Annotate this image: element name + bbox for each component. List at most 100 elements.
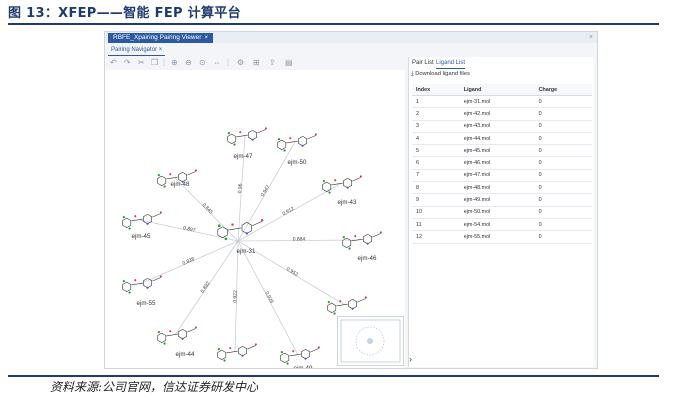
cell-charge: 0 [534, 144, 592, 158]
molecule-structure[interactable] [277, 133, 317, 152]
cell-index: 1 [412, 95, 460, 109]
cell-ligand: ejm-42.mol [459, 107, 535, 121]
cell-ligand: ejm-54.mol [459, 218, 535, 232]
figure-title: 图 13：XFEP——智能 FEP 计算平台 [8, 6, 241, 21]
tab-pairing-viewer[interactable]: RBFE_Xpairing Pairing Viewer× [108, 33, 214, 43]
copy-icon[interactable]: ❐ [151, 58, 159, 67]
molecule-structure[interactable] [157, 326, 197, 345]
expand-arrow-icon[interactable]: › [409, 354, 412, 364]
close-icon[interactable]: × [158, 47, 163, 53]
pair-edge[interactable] [237, 240, 299, 356]
settings-icon[interactable]: ⚙ [237, 58, 245, 67]
cell-ligand: ejm-48.mol [459, 181, 535, 195]
column-header-ligand[interactable]: Ligand [459, 84, 535, 96]
pair-edge[interactable] [237, 239, 361, 242]
cell-ligand: ejm-50.mol [459, 206, 535, 219]
molecule-structure[interactable] [280, 346, 320, 365]
edge-similarity-label: 0.922 [232, 290, 238, 303]
pair-edge[interactable] [139, 240, 239, 285]
column-header-index[interactable]: Index [412, 84, 460, 96]
toolbar-divider: | [227, 58, 230, 67]
molecule-structure[interactable] [217, 343, 257, 362]
cell-index: 4 [412, 132, 460, 146]
cell-ligand: ejm-47.mol [459, 169, 535, 183]
pair-edge[interactable] [237, 135, 246, 242]
download-icon: ⤓ [411, 71, 414, 77]
cell-ligand: ejm-49.mol [459, 193, 535, 207]
tab-pair-list[interactable]: Pair List [412, 60, 434, 66]
cell-charge: 0 [534, 95, 592, 109]
cell-charge: 0 [534, 181, 592, 195]
edge-similarity-label: 0.845 [201, 202, 214, 215]
cell-ligand: ejm-44.mol [459, 132, 535, 146]
edge-similarity-label: 0.952 [285, 266, 299, 278]
column-header-charge[interactable]: Charge [534, 84, 592, 96]
zoom-out-icon[interactable]: ⊖ [185, 58, 192, 67]
cell-charge: 0 [534, 206, 592, 219]
cell-ligand: ejm-45.mol [459, 144, 535, 158]
fit-width-icon[interactable]: ⇔ [213, 58, 221, 67]
undo-icon[interactable]: ↶ [110, 58, 117, 67]
redo-icon[interactable]: ↷ [124, 58, 131, 67]
close-icon[interactable]: × [204, 34, 209, 41]
cell-index: 6 [412, 156, 460, 170]
cell-index: 8 [412, 181, 460, 195]
edge-similarity-label: 0.912 [282, 206, 296, 217]
export-icon[interactable]: ⇪ [269, 58, 276, 67]
download-ligand-files-button[interactable]: ⤓ Download ligand files [411, 71, 470, 78]
layout-icon[interactable]: ⊞ [253, 58, 260, 67]
minimap-preview [340, 319, 401, 363]
molecule-structure[interactable] [122, 211, 162, 230]
node-label: ejm-50 [288, 159, 307, 166]
zoom-in-icon[interactable]: ⊕ [171, 58, 178, 67]
pairing-viewer-window: RBFE_Xpairing Pairing Viewer× × Pairing … [104, 31, 598, 384]
node-label: ejm-46 [358, 255, 377, 262]
pair-edge[interactable] [234, 240, 239, 353]
cell-charge: 0 [534, 156, 592, 170]
molecule-structure[interactable] [322, 175, 362, 194]
cell-index: 9 [412, 193, 460, 207]
window-close-icon[interactable]: × [588, 34, 593, 41]
cell-ligand: ejm-43.mol [459, 120, 535, 133]
pair-edge[interactable] [237, 240, 346, 306]
tab-pairing-navigator[interactable]: Pairing Navigator × [108, 45, 166, 56]
cell-ligand: ejm-46.mol [459, 156, 535, 170]
cut-icon[interactable]: ✂ [138, 58, 145, 67]
graph-minimap[interactable] [337, 316, 404, 366]
center-molecule[interactable] [217, 218, 264, 241]
pair-edge[interactable] [174, 240, 239, 336]
molecule-structure[interactable] [122, 275, 162, 294]
bottom-rule [8, 375, 659, 377]
cell-ligand: ejm-55.mol [459, 230, 535, 244]
zoom-fit-icon[interactable]: ⊙ [199, 58, 206, 67]
node-label: ejm-45 [132, 233, 151, 240]
cell-index: 3 [412, 120, 460, 133]
cell-index: 2 [412, 107, 460, 121]
molecule-structure[interactable] [157, 169, 197, 188]
pair-edge[interactable] [237, 141, 296, 242]
pair-edge[interactable] [237, 183, 341, 242]
molecule-structure[interactable] [327, 296, 367, 315]
clipboard-icon[interactable]: ▤ [285, 58, 293, 67]
molecule-structure[interactable] [342, 231, 382, 250]
node-label: ejm-55 [137, 300, 156, 307]
molecule-structure[interactable] [227, 127, 267, 146]
cell-index: 10 [412, 206, 460, 219]
table-header-row: Index Ligand Charge [412, 84, 592, 96]
tab-ligand-list[interactable]: Ligand List [436, 59, 466, 69]
node-label: ejm-49 [294, 365, 313, 368]
